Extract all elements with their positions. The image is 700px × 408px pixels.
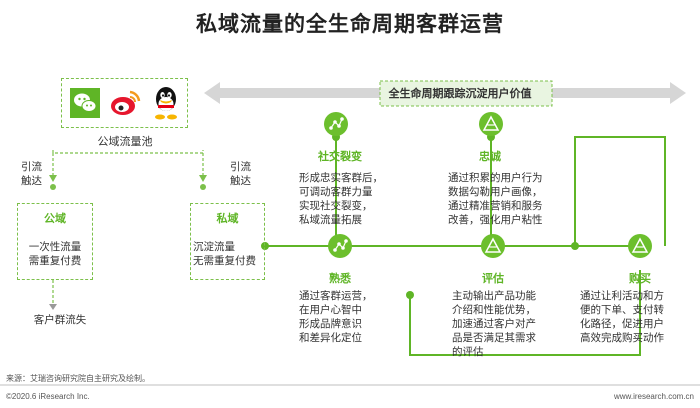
banner-label: 全生命周期跟踪沉淀用户价值: [388, 88, 532, 100]
familiar-text: 通过客群运营， 在用户心智中 形成品牌意识 和差异化定位: [299, 289, 399, 345]
left-arrow-label-line2: 触达: [21, 175, 42, 187]
purchase-line: 通过让利活动和方: [580, 290, 664, 302]
right-arrow-label-line1: 引流: [230, 161, 251, 173]
loyalty-text: 通过积累的用户行为 数据勾勒用户画像， 通过精准营销和服务 改善，强化用户粘性: [448, 171, 568, 227]
loyalty-title: 忠诚: [479, 151, 501, 163]
public-pool-label: 公域流量池: [97, 136, 153, 148]
copyright: ©2020.6 iResearch Inc.: [6, 392, 90, 401]
purchase-line: 便的下单、支付转: [580, 304, 664, 316]
social-growth-line: 形成忠实客群后，: [299, 172, 383, 184]
evaluate-title: 评估: [482, 273, 504, 285]
social-growth-text: 形成忠实客群后， 可调动客群力量 实现社交裂变， 私域流量拓展: [299, 171, 409, 227]
private-domain-line2: 无需重复付费: [193, 255, 256, 267]
familiar-line: 在用户心智中: [299, 304, 362, 316]
weibo-icon: [108, 87, 142, 119]
loyalty-line: 改善，强化用户粘性: [448, 214, 543, 226]
purchase-text: 通过让利活动和方 便的下单、支付转 化路径，促进用户 高效完成购买动作: [580, 289, 695, 345]
purchase-title: 购买: [629, 273, 651, 285]
private-domain-box: 私域 沉淀流量 无需重复付费: [190, 203, 265, 280]
purchase-pyramid-icon: [628, 234, 652, 258]
loyalty-line: 数据勾勒用户画像，: [448, 186, 543, 198]
private-domain-line1: 沉淀流量: [193, 241, 235, 253]
evaluate-line: 的评估: [452, 346, 484, 358]
left-arrow-label-line1: 引流: [21, 161, 42, 173]
evaluate-line: 品是否满足其需求: [452, 332, 536, 344]
familiar-chart-icon: [328, 234, 352, 258]
public-pool-box: [61, 78, 188, 128]
public-domain-box: 公域 一次性流量 需重复付费: [17, 203, 93, 280]
right-arrow-label-line2: 触达: [230, 175, 251, 187]
familiar-line: 和差异化定位: [299, 332, 362, 344]
social-growth-line: 可调动客群力量: [299, 186, 373, 198]
page-title: 私域流量的全生命周期客群运营: [196, 13, 504, 36]
customer-churn-label: 客户群流失: [33, 314, 87, 326]
right-arrow-label: 引流 触达: [230, 160, 251, 188]
social-growth-title: 社交裂变: [318, 151, 362, 163]
purchase-line: 化路径，促进用户: [580, 318, 664, 330]
evaluate-line: 主动输出产品功能: [452, 290, 536, 302]
loyalty-line: 通过积累的用户行为: [448, 172, 543, 184]
public-domain-line1: 一次性流量: [28, 241, 82, 253]
evaluate-pyramid-icon: [481, 234, 505, 258]
left-arrow-label: 引流 触达: [21, 160, 42, 188]
social-growth-line: 私域流量拓展: [299, 214, 362, 226]
familiar-title: 熟悉: [329, 273, 351, 285]
evaluate-line: 加速通过客户对产: [452, 318, 536, 330]
familiar-line: 形成品牌意识: [299, 318, 362, 330]
loyalty-pyramid-icon: [479, 112, 503, 136]
source-note: 来源：艾瑞咨询研究院自主研究及绘制。: [6, 374, 150, 383]
loyalty-line: 通过精准营销和服务: [448, 200, 543, 212]
social-growth-icon: [324, 112, 348, 136]
website: www.iresearch.com.cn: [613, 392, 694, 401]
purchase-line: 高效完成购买动作: [580, 332, 664, 344]
wechat-icon: [70, 88, 100, 118]
public-domain-title: 公域: [44, 213, 66, 225]
public-domain-line2: 需重复付费: [28, 255, 82, 267]
evaluate-text: 主动输出产品功能 介绍和性能优势， 加速通过客户对产 品是否满足其需求 的评估: [452, 289, 562, 359]
private-domain-title: 私域: [216, 213, 239, 225]
banner-label-box: [379, 80, 553, 107]
social-growth-line: 实现社交裂变，: [299, 200, 373, 212]
familiar-line: 通过客群运营，: [299, 290, 373, 302]
evaluate-line: 介绍和性能优势，: [452, 304, 536, 316]
qq-icon: [150, 84, 182, 122]
